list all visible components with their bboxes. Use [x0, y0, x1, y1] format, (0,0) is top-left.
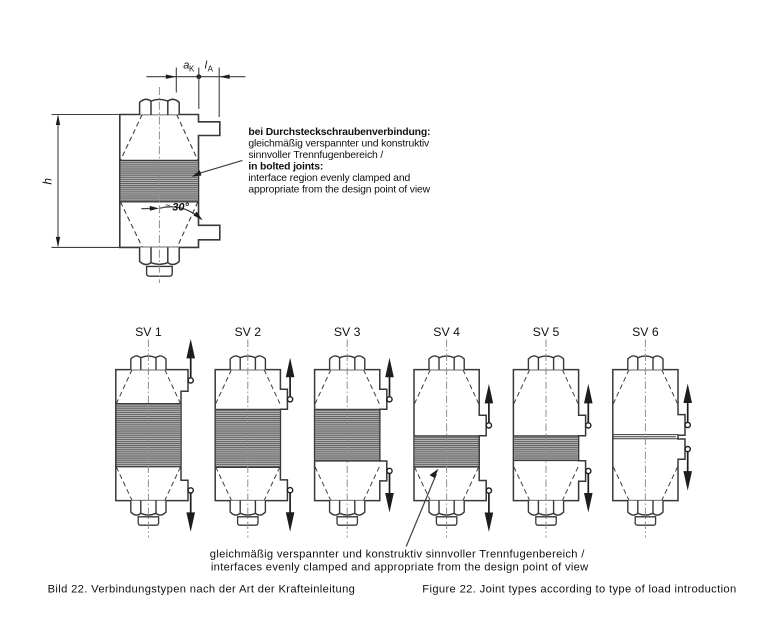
svg-text:Figure 22. Joint types accordi: Figure 22. Joint types according to type…	[422, 583, 736, 595]
svg-text:SV 1: SV 1	[135, 325, 162, 339]
svg-text:A: A	[208, 64, 214, 73]
svg-text:SV 2: SV 2	[234, 325, 261, 339]
svg-text:h: h	[43, 178, 55, 184]
svg-text:SV 6: SV 6	[632, 325, 659, 339]
svg-text:bei Durchsteckschraubenverbind: bei Durchsteckschraubenverbindung:	[248, 127, 430, 138]
svg-text:K: K	[189, 64, 195, 73]
svg-text:appropriate from the design po: appropriate from the design point of vie…	[248, 184, 430, 195]
svg-text:SV 4: SV 4	[433, 325, 460, 339]
svg-text:gleichmäßig verspannter und ko: gleichmäßig verspannter und konstruktiv …	[210, 549, 585, 561]
svg-text:30°: 30°	[172, 201, 189, 213]
svg-text:SV 5: SV 5	[533, 325, 560, 339]
svg-text:interfaces evenly clamped and: interfaces evenly clamped and appropriat…	[211, 561, 589, 573]
svg-text:interface region evenly clampe: interface region evenly clamped and	[248, 173, 410, 184]
svg-text:≈: ≈	[166, 201, 171, 211]
svg-text:sinnvoller Trennfugenbereich /: sinnvoller Trennfugenbereich /	[248, 150, 383, 161]
svg-text:Bild 22. Verbindungstypen nach: Bild 22. Verbindungstypen nach der Art d…	[48, 583, 356, 595]
svg-text:SV 3: SV 3	[334, 325, 361, 339]
svg-text:in bolted joints:: in bolted joints:	[248, 161, 323, 172]
svg-text:gleichmäßig verspannter und ko: gleichmäßig verspannter und konstruktiv	[248, 138, 430, 149]
